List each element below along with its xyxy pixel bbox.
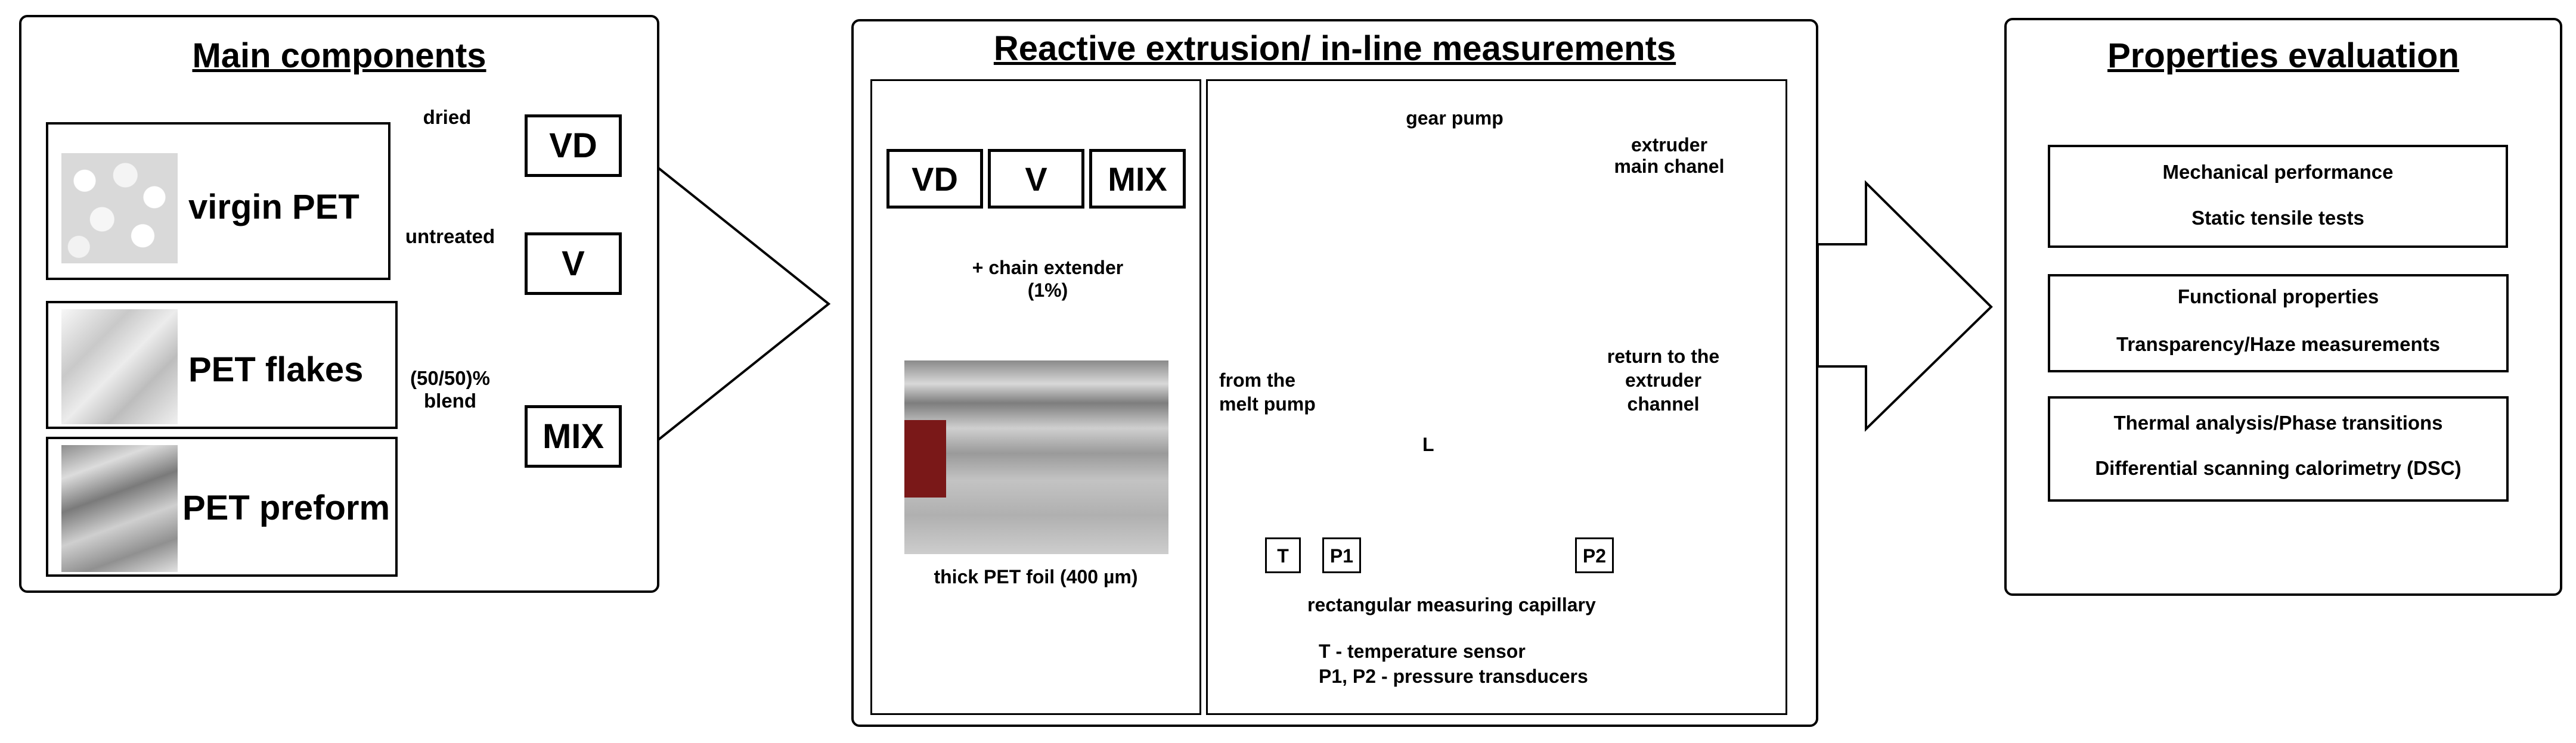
from-melt-pump-label: from the melt pump <box>1219 369 1316 415</box>
extruder-main-label: extruder main chanel <box>1614 134 1725 177</box>
foil-machine-part <box>904 420 946 498</box>
extrusion-code-mix: MIX <box>1089 149 1186 209</box>
treatment-untreated: untreated <box>405 225 495 247</box>
return-channel-label: return to the extruder channel <box>1607 346 1720 415</box>
pet-preform-image <box>61 445 178 572</box>
legend-pressure: P1, P2 - pressure transducers <box>1319 666 1588 687</box>
code-v: V <box>525 232 622 295</box>
sensor-p2: P2 <box>1575 537 1614 573</box>
reactive-extrusion-title: Reactive extrusion/ in-line measurements <box>993 29 1676 68</box>
pet-foil-photo <box>904 360 1168 554</box>
flow-arrow-2 <box>1816 180 1993 432</box>
property-functional: Functional properties Transparency/Haze … <box>2048 274 2509 372</box>
sensor-p1: P1 <box>1322 537 1361 573</box>
extrusion-left-subpanel <box>870 79 1201 715</box>
extrusion-code-vd: VD <box>886 149 983 209</box>
length-label: L <box>1422 434 1434 455</box>
pet-flakes-label: PET flakes <box>188 350 364 389</box>
property-functional-heading: Functional properties <box>2177 285 2379 307</box>
property-mechanical-detail: Static tensile tests <box>2191 207 2364 229</box>
main-components-title: Main components <box>192 36 486 75</box>
virgin-pet-label: virgin PET <box>188 188 359 226</box>
pet-preform-label: PET preform <box>182 489 390 527</box>
property-thermal-heading: Thermal analysis/Phase transitions <box>2113 412 2443 434</box>
treatment-blend: (50/50)% blend <box>410 367 490 412</box>
code-mix: MIX <box>525 405 622 468</box>
property-thermal: Thermal analysis/Phase transitions Diffe… <box>2048 396 2509 502</box>
extrusion-code-v: V <box>988 149 1084 209</box>
properties-title: Properties evaluation <box>2107 36 2459 75</box>
legend-temperature: T - temperature sensor <box>1319 641 1526 662</box>
property-functional-detail: Transparency/Haze measurements <box>2116 333 2440 355</box>
treatment-dried: dried <box>423 106 472 128</box>
pet-flakes-image <box>61 309 178 424</box>
material-pet-preform: PET preform <box>46 437 398 577</box>
foil-caption: thick PET foil (400 µm) <box>934 566 1138 587</box>
code-vd: VD <box>525 114 622 177</box>
chain-extender-label: + chain extender (1%) <box>972 257 1124 301</box>
material-virgin-pet: virgin PET <box>46 122 390 280</box>
capillary-label: rectangular measuring capillary <box>1303 594 1601 616</box>
material-pet-flakes: PET flakes <box>46 301 398 429</box>
property-thermal-detail: Differential scanning calorimetry (DSC) <box>2095 457 2462 479</box>
property-mechanical-heading: Mechanical performance <box>2162 161 2394 183</box>
extrusion-right-subpanel <box>1206 79 1787 715</box>
virgin-pet-image <box>61 153 178 263</box>
property-mechanical: Mechanical performance Static tensile te… <box>2048 145 2508 248</box>
sensor-t: T <box>1265 537 1301 573</box>
gear-pump-label: gear pump <box>1406 107 1504 129</box>
